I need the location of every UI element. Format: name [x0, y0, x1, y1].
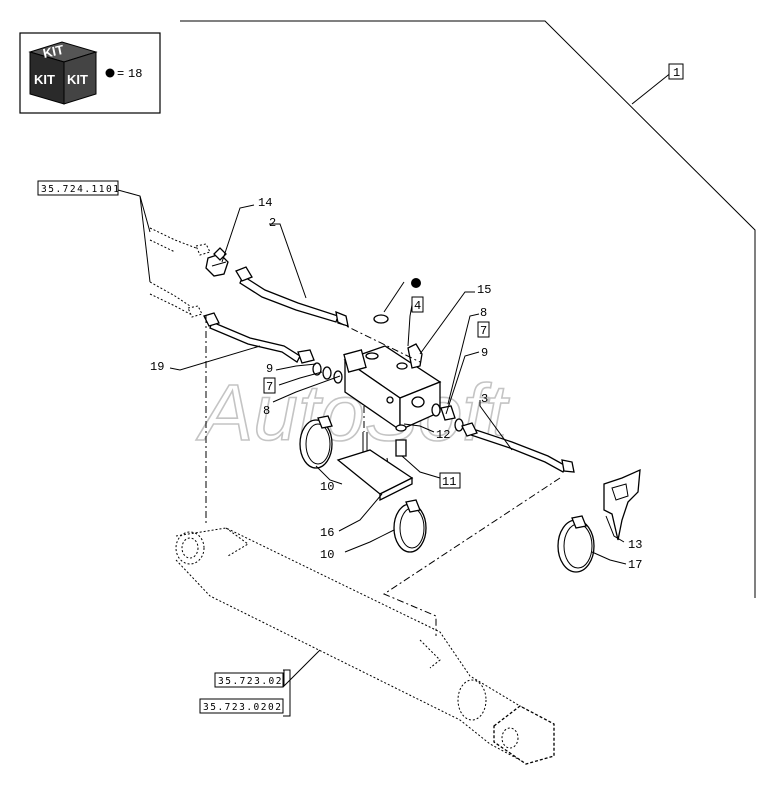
- elbow-fitting-14: [205, 247, 229, 277]
- label-1: 1: [673, 66, 680, 80]
- label-11: 11: [442, 475, 456, 489]
- kit-front-text: KIT: [34, 72, 55, 87]
- phantom-hoses: [149, 227, 211, 318]
- kit-box-icon: KIT KIT KIT: [28, 41, 98, 105]
- kit-top-text: KIT: [42, 42, 66, 61]
- label-13: 13: [628, 538, 642, 552]
- kit-eq: =: [117, 67, 124, 81]
- fittings-right: [431, 403, 464, 432]
- ref-cyl-bracket: [283, 669, 291, 717]
- label-box-11: [439, 472, 461, 489]
- label-14: 14: [258, 196, 272, 210]
- label-4: 4: [414, 299, 421, 313]
- label-9-right: 9: [481, 346, 488, 360]
- tube-19: [203, 312, 315, 364]
- label-2: 2: [269, 216, 276, 230]
- leader-lines: [169, 204, 627, 688]
- ref-top-text: 35.724.1101: [41, 184, 120, 195]
- kit-marker-dot: [411, 278, 421, 288]
- label-box-4: [411, 296, 424, 313]
- bracket-13: [603, 468, 641, 541]
- label-7-right: 7: [480, 324, 487, 338]
- kit-legend: KIT KIT KIT = 18: [19, 32, 161, 114]
- label-box-1: [668, 63, 684, 80]
- label-17: 17: [628, 558, 642, 572]
- label-3: 3: [481, 392, 488, 406]
- hose-clamp-10-upper: [299, 415, 333, 469]
- ref-box-cyl-b: [199, 698, 284, 714]
- bracket-plate-16: [336, 449, 414, 502]
- kit-value: 18: [128, 67, 142, 81]
- label-15: 15: [477, 283, 491, 297]
- kit-side-text: KIT: [67, 72, 88, 87]
- label-10-upper: 10: [320, 480, 334, 494]
- assembly-bracket: [180, 20, 756, 598]
- label-16: 16: [320, 526, 334, 540]
- hose-clamp-10-lower: [393, 499, 427, 553]
- label-19: 19: [150, 360, 164, 374]
- filled-dot-icon: [105, 68, 115, 78]
- tube-3: [461, 422, 575, 473]
- ref-cyl-b-text: 35.723.0202: [203, 702, 282, 713]
- label-9-left: 9: [266, 362, 273, 376]
- hose-clamp-17: [557, 515, 595, 573]
- ref-box-cyl-a: [214, 672, 284, 688]
- label-8-left: 8: [263, 404, 270, 418]
- ref-top-leader: [117, 189, 151, 283]
- label-box-7-left: [263, 377, 276, 394]
- label-10-lower: 10: [320, 548, 334, 562]
- phantom-cylinder: [175, 527, 555, 765]
- label-12: 12: [436, 428, 450, 442]
- label-7-left: 7: [266, 380, 273, 394]
- ref-cyl-a-text: 35.723.02: [218, 676, 283, 687]
- tube-2: [235, 266, 349, 327]
- label-box-7-right: [477, 321, 490, 338]
- ref-box-top: [37, 180, 119, 196]
- centre-lines: [205, 316, 561, 636]
- label-8-right: 8: [480, 306, 487, 320]
